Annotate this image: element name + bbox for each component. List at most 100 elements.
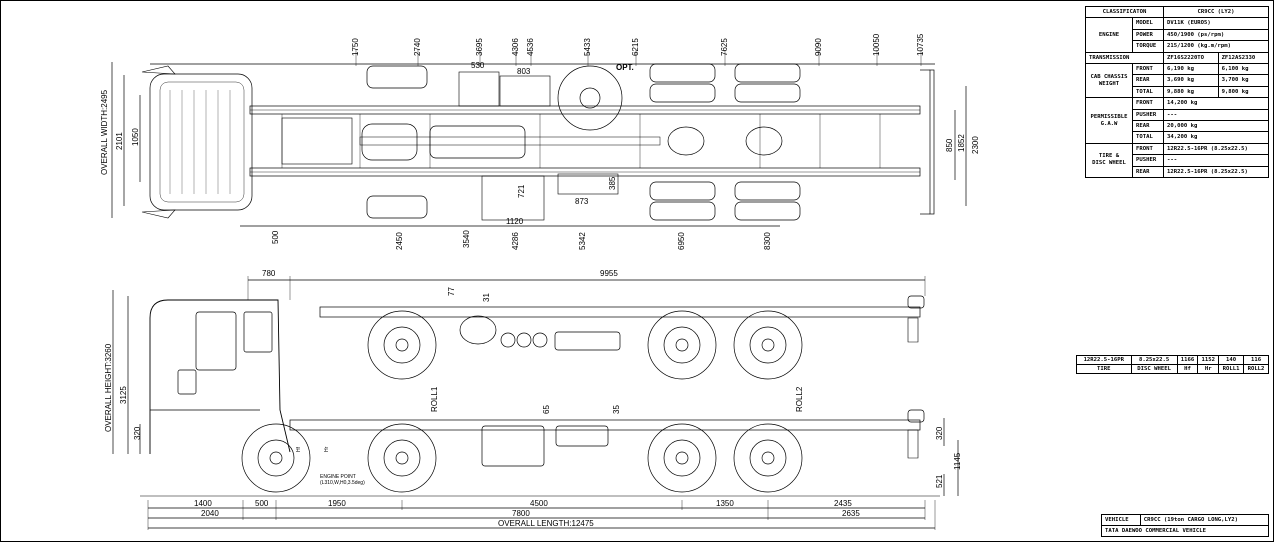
height-521: 521: [935, 474, 944, 488]
roll2-label: ROLL2: [795, 386, 804, 412]
gaw-rear: 20,000 kg: [1163, 120, 1269, 133]
dim-4286: 4286: [511, 232, 520, 250]
height-1145: 1145: [953, 452, 962, 470]
spare-wheel: [557, 65, 623, 131]
gaw-pusher-label: PUSHER: [1132, 108, 1164, 122]
hr-header: Hr: [1197, 364, 1220, 374]
cab-top-outline: [149, 73, 253, 211]
height-320-left: 320: [133, 426, 142, 440]
dim-2740: 2740: [413, 38, 422, 56]
tdw-rear-label: REAR: [1132, 165, 1164, 179]
overall-height: OVERALL HEIGHT:3260: [104, 343, 113, 432]
dim-9955: 9955: [600, 269, 618, 278]
dim-8300: 8300: [763, 232, 772, 250]
cab-door-window: [195, 311, 237, 371]
gaw-front-label: FRONT: [1132, 97, 1164, 110]
roll1-value: 140: [1218, 355, 1245, 365]
top-view: 1750 2740 3695 4306 4536 5433 6215 7625 …: [100, 33, 980, 250]
dim-873: 873: [575, 197, 589, 206]
dim-721: 721: [517, 184, 526, 198]
hr-label: Hr: [324, 446, 330, 452]
disc-wheel-header: DISC WHEEL: [1130, 364, 1178, 374]
tire-header: TIRE: [1076, 364, 1132, 374]
side-view: 780 9955 OVERALL HEIGHT:3260 3125 320 32…: [104, 269, 962, 530]
hf-value: 1166: [1176, 355, 1199, 365]
gaw-pusher: ---: [1163, 108, 1269, 122]
vehicle-value: CR9CC (19ton CARGO LONG,LY2): [1139, 514, 1270, 526]
vehicle-table: VEHICLE CR9CC (19ton CARGO LONG,LY2) TAT…: [1101, 514, 1270, 537]
cab-side-outline: [149, 299, 291, 454]
tire-value: 12R22.5-16PR: [1076, 355, 1132, 365]
ccw-total-2: 9,800 kg: [1217, 85, 1270, 99]
width-2101: 2101: [115, 132, 124, 150]
ccw-rear-2: 3,700 kg: [1217, 74, 1270, 87]
tdw-front: 12R22.5-16PR (8.25x22.5): [1163, 142, 1269, 156]
dim-4500: 4500: [530, 499, 548, 508]
dim-1750: 1750: [351, 38, 360, 56]
ccw-total-1: 9,880 kg: [1163, 85, 1219, 99]
dim-2635: 2635: [842, 509, 860, 518]
roll1-header: ROLL1: [1218, 364, 1245, 374]
air-tank-top: [429, 125, 526, 159]
roll2-value: 116: [1243, 355, 1269, 365]
vehicle-label: VEHICLE: [1101, 514, 1141, 526]
transmission-label: TRANSMISSION: [1085, 51, 1164, 65]
hf-label: Hf: [296, 446, 302, 452]
engine-model: DV11K (EURO5): [1163, 17, 1269, 30]
dim-65: 65: [542, 405, 551, 414]
dim-4536: 4536: [526, 38, 535, 56]
dim-6215: 6215: [631, 38, 640, 56]
dim-3540: 3540: [462, 230, 471, 248]
dim-7800: 7800: [512, 509, 530, 518]
dim-6950: 6950: [677, 232, 686, 250]
hf-header: Hf: [1176, 364, 1199, 374]
hr-value: 1152: [1197, 355, 1220, 365]
engine-point-label: ENGINE POINT: [320, 474, 356, 480]
spec-table: CLASSIFICATON CR9CC (LY2) ENGINE MODEL D…: [1085, 5, 1270, 179]
width-1050: 1050: [131, 128, 140, 146]
tdw-rear: 12R22.5-16PR (8.25x22.5): [1163, 165, 1269, 179]
dim-2450: 2450: [395, 232, 404, 250]
dim-500: 500: [271, 230, 280, 244]
maker-label: TATA DAEWOO COMMERCIAL VEHICLE: [1101, 525, 1269, 537]
top-view-wheels: [366, 63, 801, 221]
disc-wheel-value: 8.25x22.5: [1130, 355, 1178, 365]
dim-5342: 5342: [578, 232, 587, 250]
tire-table: 12R22.5-16PR 8.25x22.5 1166 1152 140 116…: [1076, 355, 1269, 374]
tdw-pusher: ---: [1163, 154, 1269, 167]
upper-wheels: [367, 310, 803, 380]
gaw-front: 14,200 kg: [1163, 97, 1269, 110]
dim-7625: 7625: [720, 38, 729, 56]
height-3125: 3125: [119, 386, 128, 404]
roll1-label: ROLL1: [430, 386, 439, 412]
dim-530: 530: [471, 61, 485, 70]
engine-model-label: MODEL: [1132, 17, 1164, 30]
gaw-total-label: TOTAL: [1132, 131, 1164, 144]
ccw-front-label: FRONT: [1132, 63, 1164, 76]
upper-chassis-rail: [319, 306, 921, 318]
dim-5433: 5433: [583, 38, 592, 56]
engine-power: 450/1900 (ps/rpm): [1163, 28, 1269, 42]
classification-label: CLASSIFICATON: [1085, 5, 1164, 19]
dim-385: 385: [608, 176, 617, 190]
dim-10735: 10735: [916, 33, 925, 56]
classification-value: CR9CC (LY2): [1163, 5, 1269, 19]
frame-850: 850: [945, 138, 954, 152]
frame-1852: 1852: [957, 134, 966, 152]
dim-1950: 1950: [328, 499, 346, 508]
gaw-total: 34,200 kg: [1163, 131, 1269, 144]
dim-1120: 1120: [506, 217, 524, 226]
rear-bumper-top: [929, 69, 935, 215]
dim-35: 35: [612, 405, 621, 414]
tdw-front-label: FRONT: [1132, 142, 1164, 156]
dim-10050: 10050: [872, 33, 881, 56]
dim-803: 803: [517, 67, 531, 76]
overall-width: OVERALL WIDTH:2495: [100, 89, 109, 175]
dim-780: 780: [262, 269, 276, 278]
ccw-rear-label: REAR: [1132, 74, 1164, 87]
dim-3695: 3695: [475, 38, 484, 56]
lower-fuel-tank: [481, 425, 545, 467]
